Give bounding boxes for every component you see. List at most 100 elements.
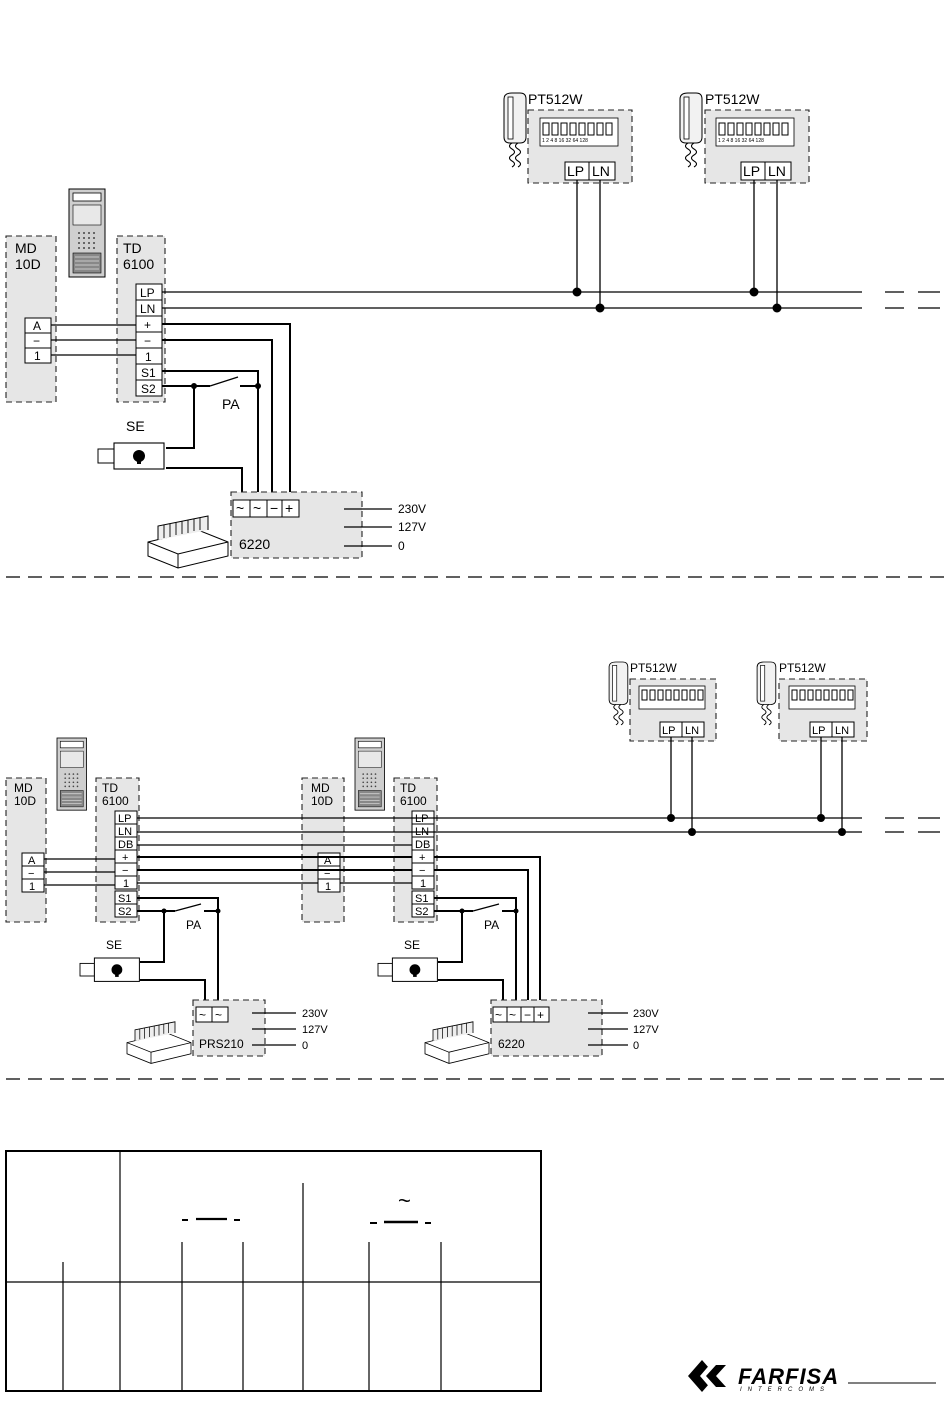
- md-label-line2: 10D: [311, 794, 333, 808]
- dip-labels: 1 2 4 8 16 32 64 128: [718, 138, 764, 144]
- terminal-ln: LN: [768, 163, 786, 179]
- td-terminal: −: [419, 865, 425, 877]
- power-wires: PA: [162, 323, 291, 500]
- panel-b: MD 10D A − 1 TD 6100 LP LN DB + − 1 S: [301, 777, 438, 923]
- diagram-2: PT512W LP LN PT512W: [5, 661, 940, 1064]
- panel-b-wiring: PA SE ~ ~ − + 6220 230V 127V 0: [377, 856, 659, 1064]
- td-label-line2: 6100: [102, 794, 129, 808]
- td-terminal: LP: [140, 286, 155, 300]
- bus-wires: [162, 180, 940, 313]
- td-module: TD 6100 LP LN + − 1 S1 S2: [116, 235, 166, 403]
- td-terminal: S1: [118, 893, 131, 905]
- td-label-line2: 6100: [400, 794, 427, 808]
- farfisa-logo-mark: [688, 1360, 726, 1392]
- md-terminal: 1: [29, 881, 35, 893]
- psu-terminal: ~: [495, 1008, 502, 1022]
- door-panel-icon: [354, 737, 385, 811]
- td-terminal: LP: [118, 813, 131, 825]
- se-label: SE: [404, 938, 420, 952]
- td-terminal: DB: [118, 839, 133, 851]
- dip-switch-keys: [718, 122, 789, 136]
- pa-label: PA: [186, 918, 201, 932]
- mains-0: 0: [633, 1040, 639, 1052]
- md-terminal: A: [324, 855, 332, 867]
- svg-text:~: ~: [398, 1188, 411, 1213]
- diagram-1: PT512W 1 2 4 8 16 32 64 128 LP LN PT512W: [5, 91, 940, 569]
- md-label-line2: 10D: [14, 794, 36, 808]
- psu-terminal: +: [285, 500, 293, 516]
- psu-terminal: ~: [236, 500, 244, 516]
- monitor-model-label: PT512W: [630, 661, 677, 675]
- psu-model-label: 6220: [498, 1037, 525, 1051]
- psu-model-label: 6220: [239, 536, 270, 552]
- mains-127v: 127V: [398, 520, 426, 534]
- md-terminal: −: [28, 868, 34, 880]
- power-supply-icon: [126, 1021, 192, 1064]
- md-terminal: −: [324, 868, 330, 880]
- monitor-2: PT512W 1 2 4 8 16 32 64 128 LP LN: [679, 91, 810, 184]
- td-terminal: +: [122, 852, 128, 864]
- md-terminal: −: [33, 334, 40, 348]
- mains-230v: 230V: [398, 502, 426, 516]
- md-terminal: A: [33, 319, 41, 333]
- mains-0: 0: [398, 539, 405, 553]
- bus-wires: [44, 737, 940, 886]
- psu-terminal: ~: [253, 500, 261, 516]
- brand-tagline: INTERCOMS: [740, 1387, 830, 1393]
- md-td-wires: [51, 324, 136, 356]
- dip-switch-keys: [641, 689, 704, 701]
- md-terminal: 1: [34, 349, 41, 363]
- terminal-lp: LP: [743, 163, 760, 179]
- td-terminal: −: [144, 334, 151, 348]
- brand-name: FARFISA: [738, 1364, 839, 1389]
- monitor-model-label: PT512W: [528, 91, 583, 107]
- monitor-model-label: PT512W: [779, 661, 826, 675]
- handset-icon: [679, 92, 703, 168]
- psu-terminal: ~: [215, 1008, 222, 1022]
- se-button: SE: [97, 418, 165, 470]
- cable-table: ~: [5, 1150, 542, 1392]
- td-terminal: 1: [420, 878, 426, 890]
- monitor-1: PT512W LP LN: [608, 661, 717, 742]
- md-label-line1: MD: [311, 781, 330, 795]
- ac-symbol: ~: [370, 1188, 431, 1224]
- terminal-lp: LP: [662, 725, 675, 737]
- td-terminal: S1: [415, 893, 428, 905]
- td-label-line1: TD: [123, 240, 142, 256]
- monitor-2: PT512W LP LN: [756, 661, 868, 742]
- monitor-model-label: PT512W: [705, 91, 760, 107]
- dip-labels: 1 2 4 8 16 32 64 128: [542, 138, 588, 144]
- pa-label: PA: [222, 396, 240, 412]
- td-terminal: S1: [141, 366, 156, 380]
- td-terminal: LN: [140, 302, 155, 316]
- td-terminal: +: [144, 318, 151, 332]
- td-terminal: +: [419, 852, 425, 864]
- se-label: SE: [106, 938, 122, 952]
- td-terminal: −: [122, 865, 128, 877]
- td-terminal: S2: [118, 906, 131, 918]
- td-label-line2: 6100: [123, 256, 154, 272]
- farfisa-logo: FARFISA INTERCOMS: [688, 1360, 936, 1393]
- panel-a-wiring: PA SE ~ ~ PRS210 230V 127V 0: [79, 897, 328, 1064]
- psu-terminal: ~: [509, 1008, 516, 1022]
- terminal-lp: LP: [567, 163, 584, 179]
- dc-symbol: [182, 1217, 240, 1221]
- monitor-1: PT512W 1 2 4 8 16 32 64 128 LP LN: [503, 91, 633, 184]
- md-module: MD 10D A − 1: [5, 235, 57, 403]
- dip-switch-keys: [791, 689, 854, 701]
- mains-127v: 127V: [633, 1024, 659, 1036]
- dip-switch-keys: [542, 122, 613, 136]
- push-button-icon: [377, 957, 438, 982]
- panel-a: MD 10D A − 1 TD 6100 LP LN DB + − 1 S: [5, 777, 140, 923]
- td-label-line1: TD: [400, 781, 416, 795]
- handset-icon: [608, 661, 629, 726]
- mains-230v: 230V: [302, 1008, 328, 1020]
- md-label-line1: MD: [15, 240, 37, 256]
- psu-terminal: −: [270, 500, 278, 516]
- td-label-line1: TD: [102, 781, 118, 795]
- md-label-line2: 10D: [15, 256, 41, 272]
- mains-230v: 230V: [633, 1008, 659, 1020]
- power-supply-icon: [147, 515, 229, 569]
- pa-label: PA: [484, 918, 499, 932]
